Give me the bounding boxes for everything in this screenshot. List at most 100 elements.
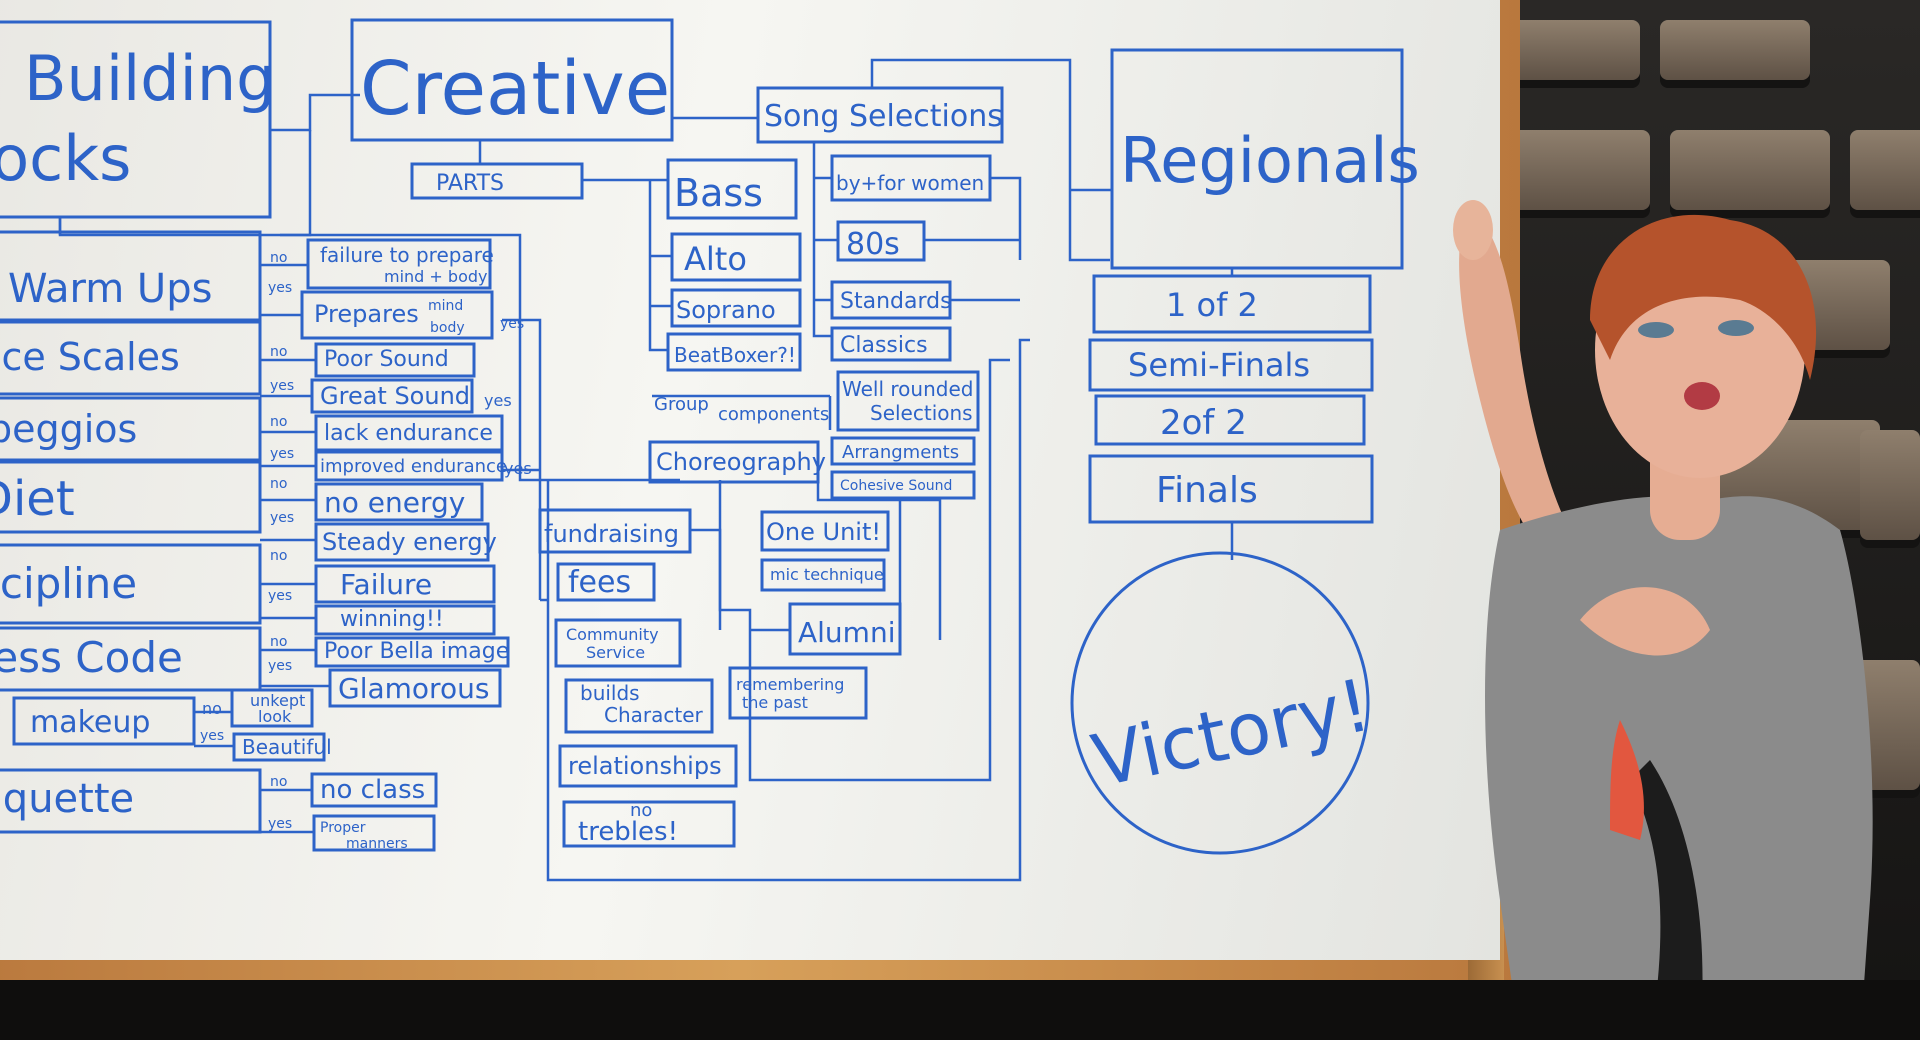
seat [1660,20,1810,80]
dress-code-box [0,626,262,692]
blocks-label: locks [0,122,131,195]
choice-label: Proper [320,820,366,836]
alumni-label: Alumni [798,616,895,649]
yes-no-label: no [270,414,287,430]
person [1453,200,1873,1040]
connector [270,93,360,132]
seat [1860,430,1920,540]
whiteboard: Building locks Warm Ups tice Scales pegg… [0,0,1500,960]
choreography-label: Choreography [656,448,826,476]
victory-circle [1070,551,1370,855]
choice-label: failure to prepare [320,243,494,267]
remembering-label: remembering [736,675,844,694]
choice-label: Prepares [314,300,419,328]
choice-label: Glamorous [338,672,489,705]
yes-no-label: yes [270,378,294,394]
yes-no-label: no [270,344,287,360]
song-label: Well rounded [842,377,973,401]
makeup-box [12,696,196,746]
choice-box [314,522,490,562]
yes-no-label: no [270,634,287,650]
floor [0,980,1920,1040]
seat [1500,130,1650,210]
community-label: Community [566,625,659,644]
choice-label: look [258,707,292,726]
flowchart: Building locks Warm Ups tice Scales pegg… [0,18,1420,882]
service-label: Service [586,643,645,662]
mouth [1684,382,1720,410]
choice-label: Beautiful [242,735,332,759]
connector [648,180,672,352]
builds-label: builds [580,681,640,705]
fees-label: fees [568,565,631,600]
dress-code-label: ress Code [0,633,183,682]
creative-label: Creative [360,46,670,132]
choreography-box [648,440,820,484]
choice-label: Poor Bella image [324,639,509,664]
stage-box [1094,394,1366,446]
one-unit-label: One Unit! [766,518,881,546]
choice-box [314,604,496,636]
song-box [830,436,976,466]
diet-label: Diet [0,471,75,527]
creative-section: Creative PARTS Bass Alto Soprano BeatBox… [350,18,1030,882]
mic-technique-label: mic technique [770,565,884,584]
connector [812,142,1022,338]
choice-box [314,482,484,522]
yes-no-label: yes [200,728,224,744]
seat [1510,20,1640,80]
choice-label: lack endurance [324,421,493,446]
song-selections-box [756,86,1004,144]
trebles-label: trebles! [578,817,678,847]
yes-no-label: yes [270,510,294,526]
song-label: Standards [840,289,952,314]
choice-box [328,668,502,708]
beatboxer-label: BeatBoxer?! [674,343,796,367]
yes-no-label: no [270,250,287,266]
choice-label: Failure [340,568,432,601]
choice-box [230,688,314,728]
warm-ups-label: Warm Ups [8,266,212,312]
relationships-box [558,744,738,788]
remembering-box [728,666,868,720]
bass-label: Bass [674,171,763,215]
diet-box [0,460,262,534]
seat [1850,130,1920,210]
black-panel [1630,760,1703,1040]
sports-bra [1610,720,1644,840]
group-label: Group [654,394,709,415]
connector [870,58,1110,262]
yes-no-label: yes [504,459,532,478]
choice-label: no class [320,775,425,805]
stage-label: Semi-Finals [1128,346,1310,384]
makeup-label: makeup [30,705,150,740]
yes-no-label: yes [268,658,292,674]
choices-column: failure to prepare mind + body Prepares … [230,238,510,852]
yes-no-label: no [270,774,287,790]
yes-no-label: yes [270,446,294,462]
yes-no-label: yes [500,316,524,332]
connector [690,528,722,630]
creative-box [350,18,674,142]
warm-ups-box [0,230,262,322]
choice-label: manners [346,836,408,852]
stage-label: Finals [1156,470,1258,511]
eye [1718,320,1754,336]
stage-label: 1 of 2 [1166,286,1258,324]
choice-label: unkept [250,691,305,710]
one-unit-box [760,510,890,552]
building-blocks-column: Building locks Warm Ups tice Scales pegg… [0,20,276,834]
choice-label: improved endurance [320,456,507,477]
arpeggios-label: peggios [0,407,137,451]
song-label: by+for women [836,171,984,195]
song-box [830,326,952,362]
choice-label: winning!! [340,607,444,632]
builds-character-box [564,678,714,734]
discipline-label: scipline [0,559,137,608]
practice-scales-label: tice Scales [0,335,180,379]
neck-chest [1580,587,1710,656]
no-trebles-box [562,800,736,848]
hand [1453,200,1493,260]
choice-label: Poor Sound [324,347,449,372]
